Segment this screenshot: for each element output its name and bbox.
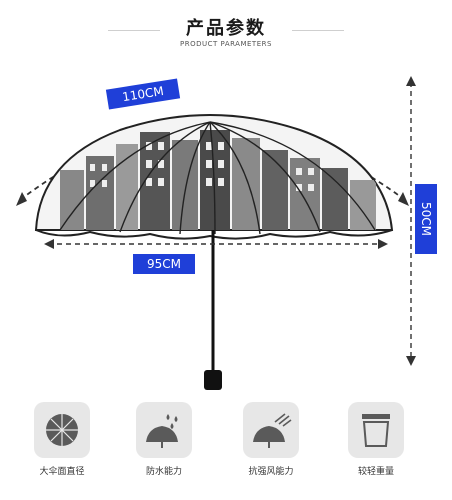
feature-label: 较轻重量 — [357, 467, 394, 477]
width-arrow-left — [16, 192, 27, 206]
feature-item-diameter: 大伞面直径 — [27, 398, 97, 498]
feature-list: 大伞面直径 防水能力 — [0, 398, 452, 500]
width-arrow-right — [398, 192, 409, 206]
canopy-edge — [35, 229, 393, 240]
feature-item-windproof: 抗强风能力 — [236, 398, 306, 498]
inner-span-label: 95CM — [133, 254, 195, 274]
height-arrow-top — [406, 76, 416, 86]
header: 产品参数 PRODUCT PARAMETERS — [0, 12, 452, 56]
rain-umbrella-icon — [136, 402, 192, 458]
umbrella-image — [16, 76, 416, 390]
page-title: 产品参数 — [186, 18, 266, 39]
header-divider-right — [292, 30, 344, 31]
feature-item-light-weight: 较轻重量 — [341, 398, 411, 498]
height-label-text: 50CM — [419, 201, 434, 237]
feature-label: 防水能力 — [145, 467, 182, 477]
height-arrow-bottom — [406, 356, 416, 366]
city-print — [60, 130, 376, 230]
weight-icon — [348, 402, 404, 458]
umbrella-top-view-icon — [34, 402, 90, 458]
page-subtitle: PRODUCT PARAMETERS — [180, 40, 272, 48]
feature-item-waterproof: 防水能力 — [129, 398, 199, 498]
inner-arrow-right — [378, 239, 388, 249]
feature-label: 抗强风能力 — [248, 467, 294, 477]
height-label: 50CM — [415, 184, 437, 254]
wind-umbrella-icon — [243, 402, 299, 458]
product-illustration — [0, 60, 452, 390]
umbrella-ribs — [59, 121, 376, 235]
header-divider-left — [108, 30, 160, 31]
inner-arrow-left — [44, 239, 54, 249]
feature-label: 大伞面直径 — [39, 467, 85, 477]
umbrella-handle — [204, 370, 222, 390]
